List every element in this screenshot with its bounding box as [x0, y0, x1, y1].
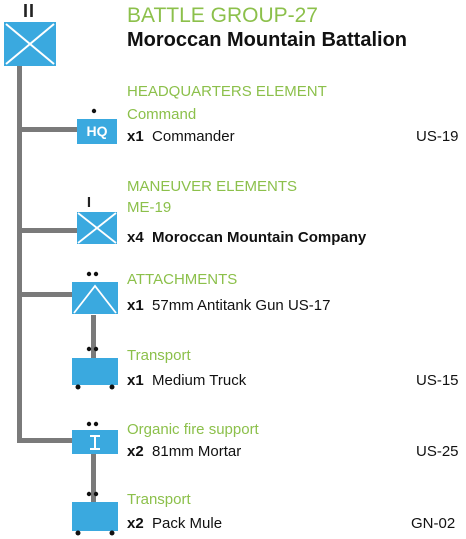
fire-support-row: x2 81mm Mortar	[127, 443, 241, 460]
transport2-header: Transport	[127, 491, 191, 508]
transport2-row: x2 Pack Mule	[127, 515, 222, 532]
transport1-unit-name: Medium Truck	[152, 372, 247, 389]
attachments-section-header: ATTACHMENTS	[127, 271, 238, 288]
transport2-unit-name: Pack Mule	[152, 515, 223, 532]
transport1-row: x1 Medium Truck	[127, 372, 246, 389]
main-trunk-line	[17, 65, 22, 443]
antitank-symbol	[72, 282, 118, 314]
hq-symbol-label: HQ	[86, 123, 108, 139]
maneuver-unit-name: Moroccan Mountain Company	[152, 229, 367, 246]
transport1-ref: US-15	[416, 372, 459, 389]
hq-size-dot-icon	[91, 108, 97, 114]
branch-hq-line	[17, 127, 77, 132]
hq-unit-name: Commander	[152, 128, 235, 145]
company-size-mark: I	[86, 194, 92, 211]
maneuver-section-header: MANEUVER ELEMENTS	[127, 178, 298, 195]
fire-support-qty: x2	[127, 443, 144, 460]
truck-size-dots-icon	[86, 346, 99, 352]
hq-subheader: Command	[127, 106, 197, 123]
company-infantry-symbol	[77, 212, 117, 244]
battalion-name: Moroccan Mountain Battalion	[127, 29, 407, 51]
attachments-to-transport-line	[91, 315, 96, 367]
fire-support-unit-name: 81mm Mortar	[152, 443, 242, 460]
hq-row: x1 Commander	[127, 128, 235, 145]
antitank-size-dots-icon	[86, 271, 99, 277]
maneuver-qty: x4	[127, 229, 144, 246]
transport1-header: Transport	[127, 347, 191, 364]
mortar-symbol	[72, 430, 118, 454]
truck-transport-symbol	[72, 358, 118, 390]
hq-symbol: HQ	[77, 119, 117, 144]
maneuver-subheader: ME-19	[127, 199, 172, 216]
fire-support-to-transport-line	[91, 452, 96, 507]
fire-support-header: Organic fire support	[127, 421, 259, 438]
attachments-qty: x1	[127, 297, 144, 314]
hq-section-header: HEADQUARTERS ELEMENT	[127, 83, 327, 100]
mule-transport-symbol	[72, 502, 118, 536]
battalion-size-mark: II	[22, 1, 35, 21]
attachments-unit-name: 57mm Antitank Gun	[152, 297, 284, 314]
attachments-ref: US-17	[287, 297, 331, 314]
transport2-qty: x2	[127, 515, 144, 532]
branch-fire-support-line	[17, 438, 77, 443]
transport2-ref: GN-02	[411, 515, 456, 532]
hq-qty: x1	[127, 128, 144, 145]
branch-maneuver-line	[17, 228, 77, 233]
branch-attachments-line	[17, 292, 77, 297]
battalion-infantry-symbol	[4, 22, 56, 66]
transport1-qty: x1	[127, 372, 144, 389]
attachments-row: x1 57mm Antitank Gun US-17	[127, 297, 330, 314]
mortar-size-dots-icon	[86, 421, 99, 427]
hq-ref: US-19	[416, 128, 459, 145]
fire-support-ref: US-25	[416, 443, 459, 460]
mule-size-dots-icon	[86, 491, 99, 497]
battle-group-title: BATTLE GROUP-27	[127, 4, 318, 27]
maneuver-row: x4 Moroccan Mountain Company	[127, 229, 366, 246]
